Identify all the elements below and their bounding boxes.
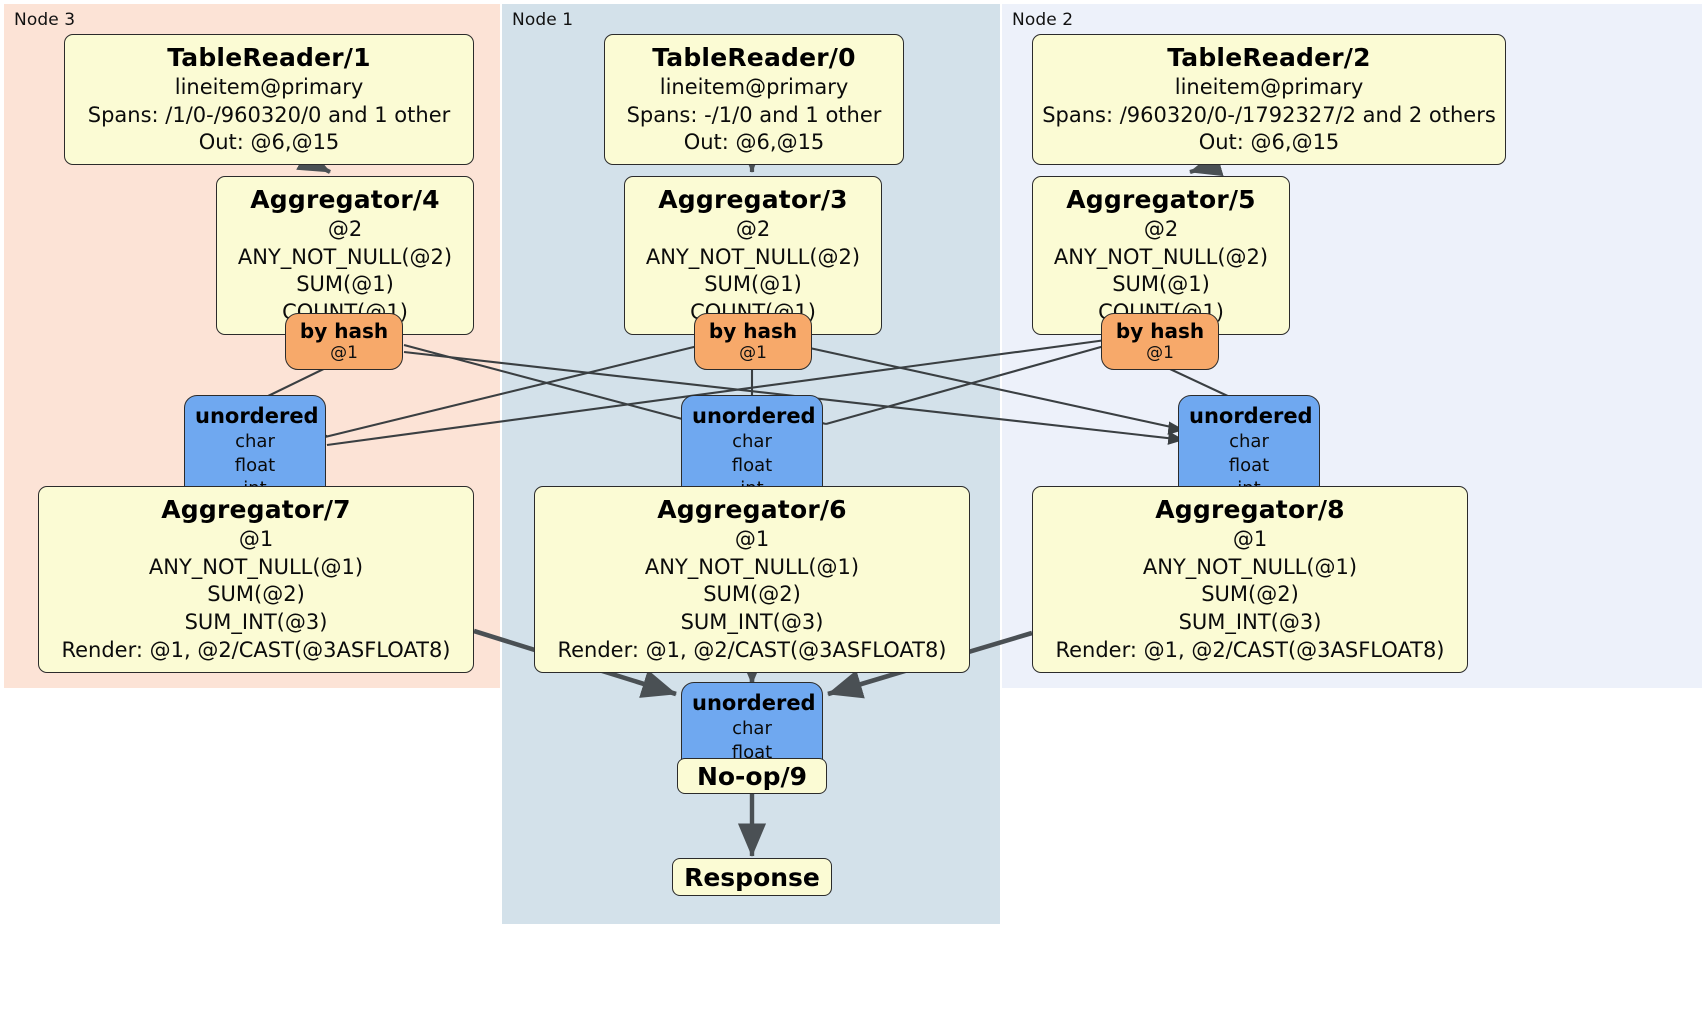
processor-line: SUM_INT(@3) bbox=[1178, 610, 1322, 635]
processor-line: SUM_INT(@3) bbox=[680, 610, 824, 635]
processor-title: Aggregator/7 bbox=[161, 495, 351, 524]
processor-aggregator-6[interactable]: Aggregator/6 @1 ANY_NOT_NULL(@1) SUM(@2)… bbox=[534, 486, 970, 673]
processor-tablereader-2[interactable]: TableReader/2 lineitem@primary Spans: /9… bbox=[1032, 34, 1506, 166]
processor-line: @1 bbox=[238, 527, 274, 551]
router-title: by hash bbox=[1115, 319, 1205, 343]
processor-aggregator-7[interactable]: Aggregator/7 @1 ANY_NOT_NULL(@1) SUM(@2)… bbox=[38, 486, 474, 673]
processor-line: Render: @1, @2/CAST(@3ASFLOAT8) bbox=[61, 637, 451, 662]
router-title: by hash bbox=[708, 319, 798, 343]
processor-line: SUM(@1) bbox=[296, 272, 394, 297]
receiver-line: char bbox=[1229, 431, 1269, 453]
receiver-line: float bbox=[234, 454, 276, 476]
router-by-hash-right[interactable]: by hash @1 bbox=[1101, 313, 1219, 371]
receiver-title: unordered bbox=[195, 404, 319, 428]
processor-line: Out: @6,@15 bbox=[683, 130, 825, 155]
processor-line: Render: @1, @2/CAST(@3ASFLOAT8) bbox=[557, 637, 947, 662]
processor-aggregator-5[interactable]: Aggregator/5 @2 ANY_NOT_NULL(@2) SUM(@1)… bbox=[1032, 176, 1290, 335]
processor-line: Spans: /960320/0-/1792327/2 and 2 others bbox=[1042, 102, 1496, 127]
router-title: by hash bbox=[299, 319, 389, 343]
processor-title: TableReader/2 bbox=[1167, 43, 1371, 72]
processor-line: ANY_NOT_NULL(@2) bbox=[645, 244, 861, 269]
processor-line: Spans: /1/0-/960320/0 and 1 other bbox=[87, 102, 451, 127]
processor-title: No-op/9 bbox=[696, 761, 808, 791]
processor-line: ANY_NOT_NULL(@2) bbox=[1053, 244, 1269, 269]
node-panel-label: Node 2 bbox=[1012, 10, 1074, 30]
receiver-line: char bbox=[732, 431, 772, 453]
node-panel-label: Node 1 bbox=[512, 10, 574, 30]
processor-line: Spans: -/1/0 and 1 other bbox=[626, 102, 882, 127]
processor-line: @2 bbox=[327, 217, 363, 241]
receiver-line: char bbox=[235, 431, 275, 453]
processor-aggregator-3[interactable]: Aggregator/3 @2 ANY_NOT_NULL(@2) SUM(@1)… bbox=[624, 176, 882, 335]
processor-line: SUM(@2) bbox=[1201, 582, 1299, 607]
processor-aggregator-4[interactable]: Aggregator/4 @2 ANY_NOT_NULL(@2) SUM(@1)… bbox=[216, 176, 474, 335]
receiver-line: float bbox=[1228, 454, 1270, 476]
receiver-title: unordered bbox=[1189, 404, 1313, 428]
processor-aggregator-8[interactable]: Aggregator/8 @1 ANY_NOT_NULL(@1) SUM(@2)… bbox=[1032, 486, 1468, 673]
router-line: @1 bbox=[330, 343, 358, 363]
processor-line: lineitem@primary bbox=[659, 75, 849, 99]
receiver-title: unordered bbox=[692, 404, 816, 428]
processor-title: Aggregator/3 bbox=[658, 185, 848, 214]
processor-line: SUM_INT(@3) bbox=[184, 610, 328, 635]
processor-title: Response bbox=[684, 862, 820, 892]
processor-line: SUM(@2) bbox=[703, 582, 801, 607]
processor-line: @1 bbox=[1232, 527, 1268, 551]
processor-line: ANY_NOT_NULL(@2) bbox=[237, 244, 453, 269]
processor-tablereader-0[interactable]: TableReader/0 lineitem@primary Spans: -/… bbox=[604, 34, 904, 166]
processor-line: SUM(@2) bbox=[207, 582, 305, 607]
node-panel-label: Node 3 bbox=[14, 10, 76, 30]
processor-noop-9[interactable]: No-op/9 bbox=[677, 758, 827, 794]
processor-line: SUM(@1) bbox=[704, 272, 802, 297]
processor-line: SUM(@1) bbox=[1112, 272, 1210, 297]
processor-line: Render: @1, @2/CAST(@3ASFLOAT8) bbox=[1055, 637, 1445, 662]
router-by-hash-left[interactable]: by hash @1 bbox=[285, 313, 403, 371]
processor-response[interactable]: Response bbox=[672, 858, 832, 896]
processor-title: TableReader/0 bbox=[652, 43, 856, 72]
processor-title: Aggregator/6 bbox=[657, 495, 847, 524]
processor-title: Aggregator/4 bbox=[250, 185, 440, 214]
receiver-line: float bbox=[731, 454, 773, 476]
processor-line: Out: @6,@15 bbox=[198, 130, 340, 155]
router-by-hash-center[interactable]: by hash @1 bbox=[694, 313, 812, 371]
router-line: @1 bbox=[1146, 343, 1174, 363]
processor-title: Aggregator/8 bbox=[1155, 495, 1345, 524]
processor-line: Out: @6,@15 bbox=[1198, 130, 1340, 155]
processor-line: ANY_NOT_NULL(@1) bbox=[644, 554, 860, 579]
receiver-unordered-final[interactable]: unordered char float bbox=[681, 682, 823, 774]
processor-line: ANY_NOT_NULL(@1) bbox=[1142, 554, 1358, 579]
processor-tablereader-1[interactable]: TableReader/1 lineitem@primary Spans: /1… bbox=[64, 34, 474, 166]
processor-line: lineitem@primary bbox=[1174, 75, 1364, 99]
receiver-title: unordered bbox=[692, 691, 816, 715]
processor-line: @1 bbox=[734, 527, 770, 551]
router-line: @1 bbox=[739, 343, 767, 363]
processor-line: lineitem@primary bbox=[174, 75, 364, 99]
processor-line: @2 bbox=[1143, 217, 1179, 241]
receiver-line: char bbox=[732, 718, 772, 740]
receiver-line: float bbox=[731, 741, 773, 763]
processor-line: ANY_NOT_NULL(@1) bbox=[148, 554, 364, 579]
processor-line: @2 bbox=[735, 217, 771, 241]
processor-title: TableReader/1 bbox=[167, 43, 371, 72]
processor-title: Aggregator/5 bbox=[1066, 185, 1256, 214]
